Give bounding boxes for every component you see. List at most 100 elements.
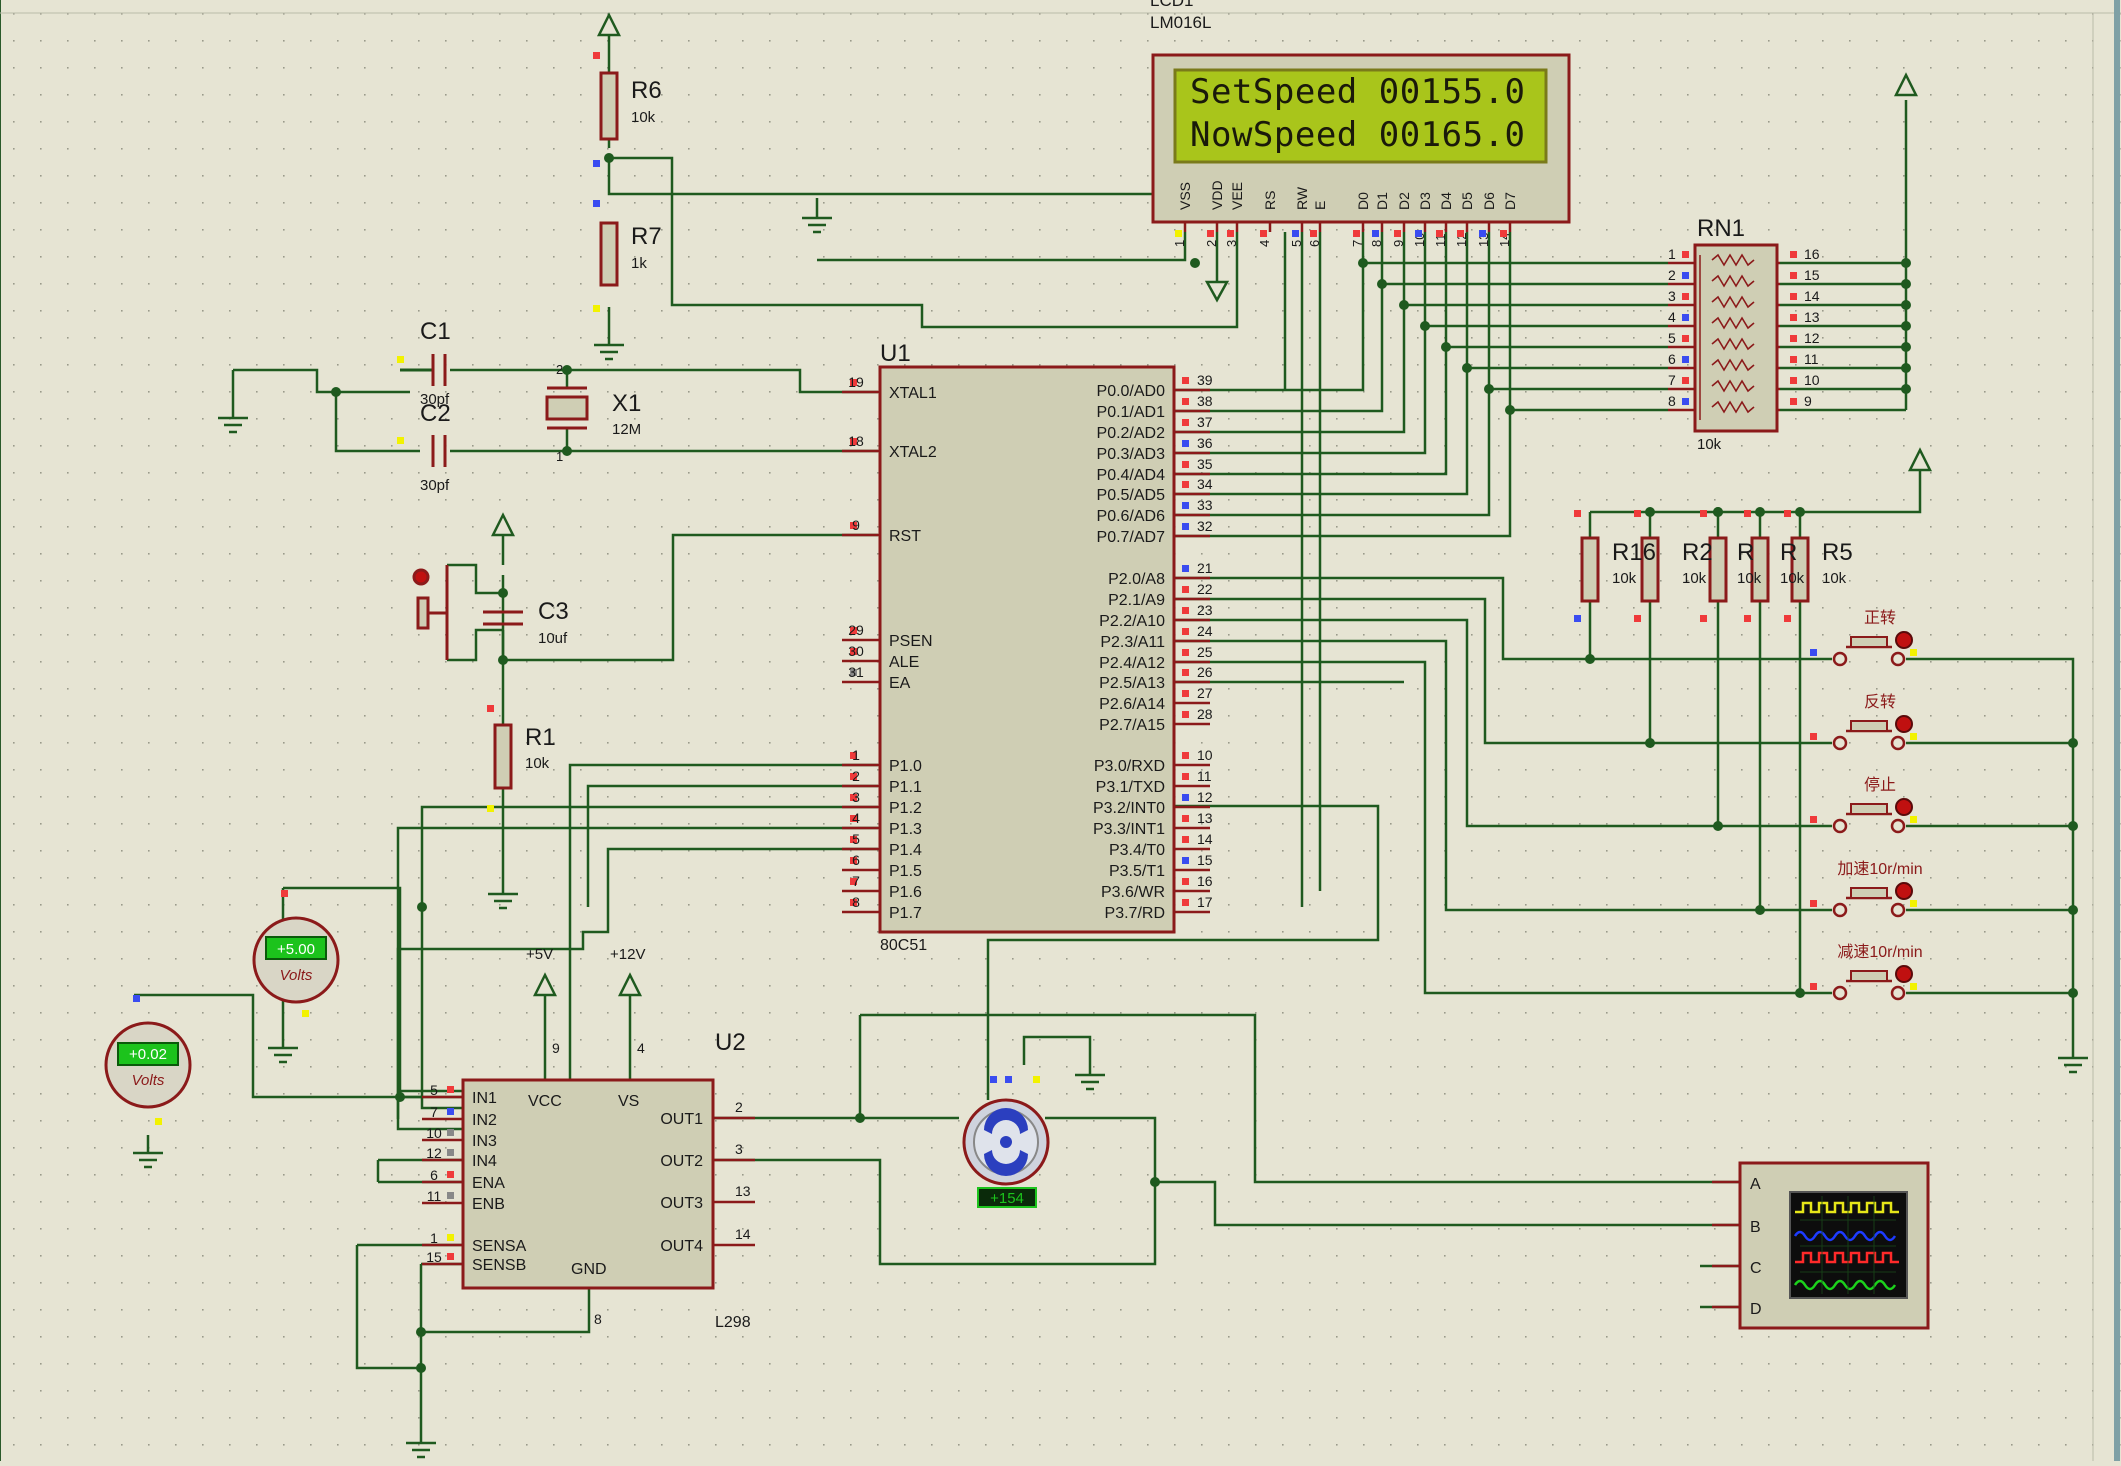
voltmeter-5v[interactable]	[252, 916, 340, 1004]
lcd-pin-number: 9	[1391, 240, 1406, 247]
r6-ref: R6	[631, 77, 662, 104]
c3-ref: C3	[538, 598, 569, 625]
mcu-pin-number: 17	[1197, 894, 1213, 910]
l298-pin-number: 2	[735, 1099, 743, 1115]
l298-pin-name: IN2	[472, 1112, 497, 1129]
lcd-pin-name: RS	[1262, 191, 1278, 210]
capacitor-c3	[483, 610, 523, 626]
power-terminal-buttons	[1907, 447, 1933, 472]
lcd-pin-name: VDD	[1209, 180, 1225, 210]
rn1-pin-marker	[1682, 251, 1689, 258]
rn1-resistor	[1711, 316, 1755, 330]
lcd-pin-number: 8	[1369, 240, 1384, 247]
l298-pin-name: IN4	[472, 1153, 497, 1170]
l298-pin-marker	[447, 1086, 454, 1093]
r4-value: 10k	[1780, 570, 1805, 587]
mcu-pin-name: RST	[889, 528, 921, 545]
r16-value: 10k	[1612, 570, 1637, 587]
power-terminal-r6	[596, 12, 622, 37]
mcu-pin-name: P1.2	[889, 800, 922, 817]
mcu-pin-marker	[1182, 711, 1189, 718]
l298-pin-marker	[447, 1253, 454, 1260]
mcu-pin-marker	[850, 627, 857, 634]
mcu-pin-marker	[850, 438, 857, 445]
lcd-pin-number: 7	[1350, 240, 1365, 247]
driver-vcc-label: VCC	[528, 1093, 562, 1110]
rn1-value: 10k	[1697, 436, 1722, 453]
l298-pin-name: ENA	[472, 1175, 505, 1192]
lcd-pin-marker	[1260, 230, 1267, 237]
mcu-pin-marker	[1182, 815, 1189, 822]
resistor-r4	[1750, 536, 1770, 603]
l298-pin-number: 6	[430, 1167, 438, 1183]
mcu-pin-marker	[850, 522, 857, 529]
rn1-pin-marker	[1790, 251, 1797, 258]
lcd-pin-marker	[1292, 230, 1299, 237]
dc-motor[interactable]	[962, 1098, 1050, 1208]
lcd-pin-number: 1	[1172, 240, 1187, 247]
mcu-pin-name: P2.2/A10	[1099, 613, 1165, 630]
r5-ref: R5	[1822, 539, 1853, 566]
r1-ref: R1	[525, 724, 556, 751]
mcu-pin-number: 9	[852, 517, 860, 533]
driver-ref: U2	[715, 1029, 746, 1056]
oscilloscope[interactable]	[1738, 1161, 1930, 1330]
pushbutton-1[interactable]: 正转	[1810, 609, 1917, 667]
resistor-r3	[1708, 536, 1728, 603]
l298-pin-name: OUT3	[660, 1195, 703, 1212]
pushbutton-2[interactable]: 反转	[1810, 693, 1917, 751]
mcu-pin-number: 18	[848, 433, 864, 449]
mcu-pin-marker	[1182, 794, 1189, 801]
mcu-pin-number: 32	[1197, 518, 1213, 534]
rn1-resistor	[1711, 400, 1755, 414]
voltmeter-002[interactable]	[104, 1021, 192, 1109]
r3-ref: R	[1737, 539, 1754, 566]
rn1-pin-number: 16	[1804, 246, 1820, 262]
lcd-pin-name: D7	[1502, 192, 1518, 210]
motor-reading: +154	[990, 1190, 1024, 1207]
rn1-pin-number: 7	[1668, 372, 1676, 388]
scope-terminals	[1712, 1180, 1740, 1309]
mcu-pin-name: XTAL2	[889, 444, 937, 461]
pushbutton-5[interactable]: 减速10r/min	[1810, 943, 1923, 1001]
mcu-pin-number: 2	[852, 768, 860, 784]
pushbutton-label: 反转	[1864, 693, 1896, 711]
mcu-pin-name: P0.7/AD7	[1097, 529, 1166, 546]
mcu-pin-number: 23	[1197, 602, 1213, 618]
power-terminal-rn1	[1893, 72, 1919, 97]
l298-pin-number: 7	[430, 1104, 438, 1120]
lcd-pin-name: D1	[1374, 192, 1390, 210]
rn1-resistor	[1711, 274, 1755, 288]
mcu-pin-name: P3.4/T0	[1109, 842, 1165, 859]
mcu-pin-number: 29	[848, 622, 864, 638]
mcu-pin-name: P1.4	[889, 842, 922, 859]
l298-pin-name: OUT4	[660, 1238, 703, 1255]
mcu-pin-number: 22	[1197, 581, 1213, 597]
mcu-pin-name: P2.6/A14	[1099, 696, 1165, 713]
l298-pin-marker	[447, 1149, 454, 1156]
capacitor-c1	[400, 354, 447, 386]
mcu-pin-marker	[1182, 481, 1189, 488]
rn1-pin-number: 8	[1668, 393, 1676, 409]
lcd-pin-number: 2	[1204, 240, 1219, 247]
pushbutton-3[interactable]: 停止	[1810, 776, 1917, 834]
l298-pin-name: SENSB	[472, 1257, 526, 1274]
lcd-pin-marker	[1353, 230, 1360, 237]
mcu-pin-marker	[850, 899, 857, 906]
rn1-resistor	[1711, 379, 1755, 393]
pushbutton-4[interactable]: 加速10r/min	[1810, 860, 1923, 918]
mcu-pin-marker	[1182, 773, 1189, 780]
mcu-pin-number: 1	[852, 747, 860, 763]
mcu-pin-name: P2.0/A8	[1108, 571, 1165, 588]
x1-pin-2: 2	[556, 362, 563, 377]
lcd-pin-name: E	[1312, 201, 1328, 210]
mcu-pin-number: 10	[1197, 747, 1213, 763]
reset-button[interactable]	[412, 565, 449, 660]
rn1-pin-marker	[1682, 293, 1689, 300]
rn1-pin-marker	[1790, 272, 1797, 279]
l298-pin-marker	[447, 1192, 454, 1199]
mcu-pin-name: P0.0/AD0	[1097, 383, 1166, 400]
mcu-pin-name: P0.4/AD4	[1097, 467, 1166, 484]
